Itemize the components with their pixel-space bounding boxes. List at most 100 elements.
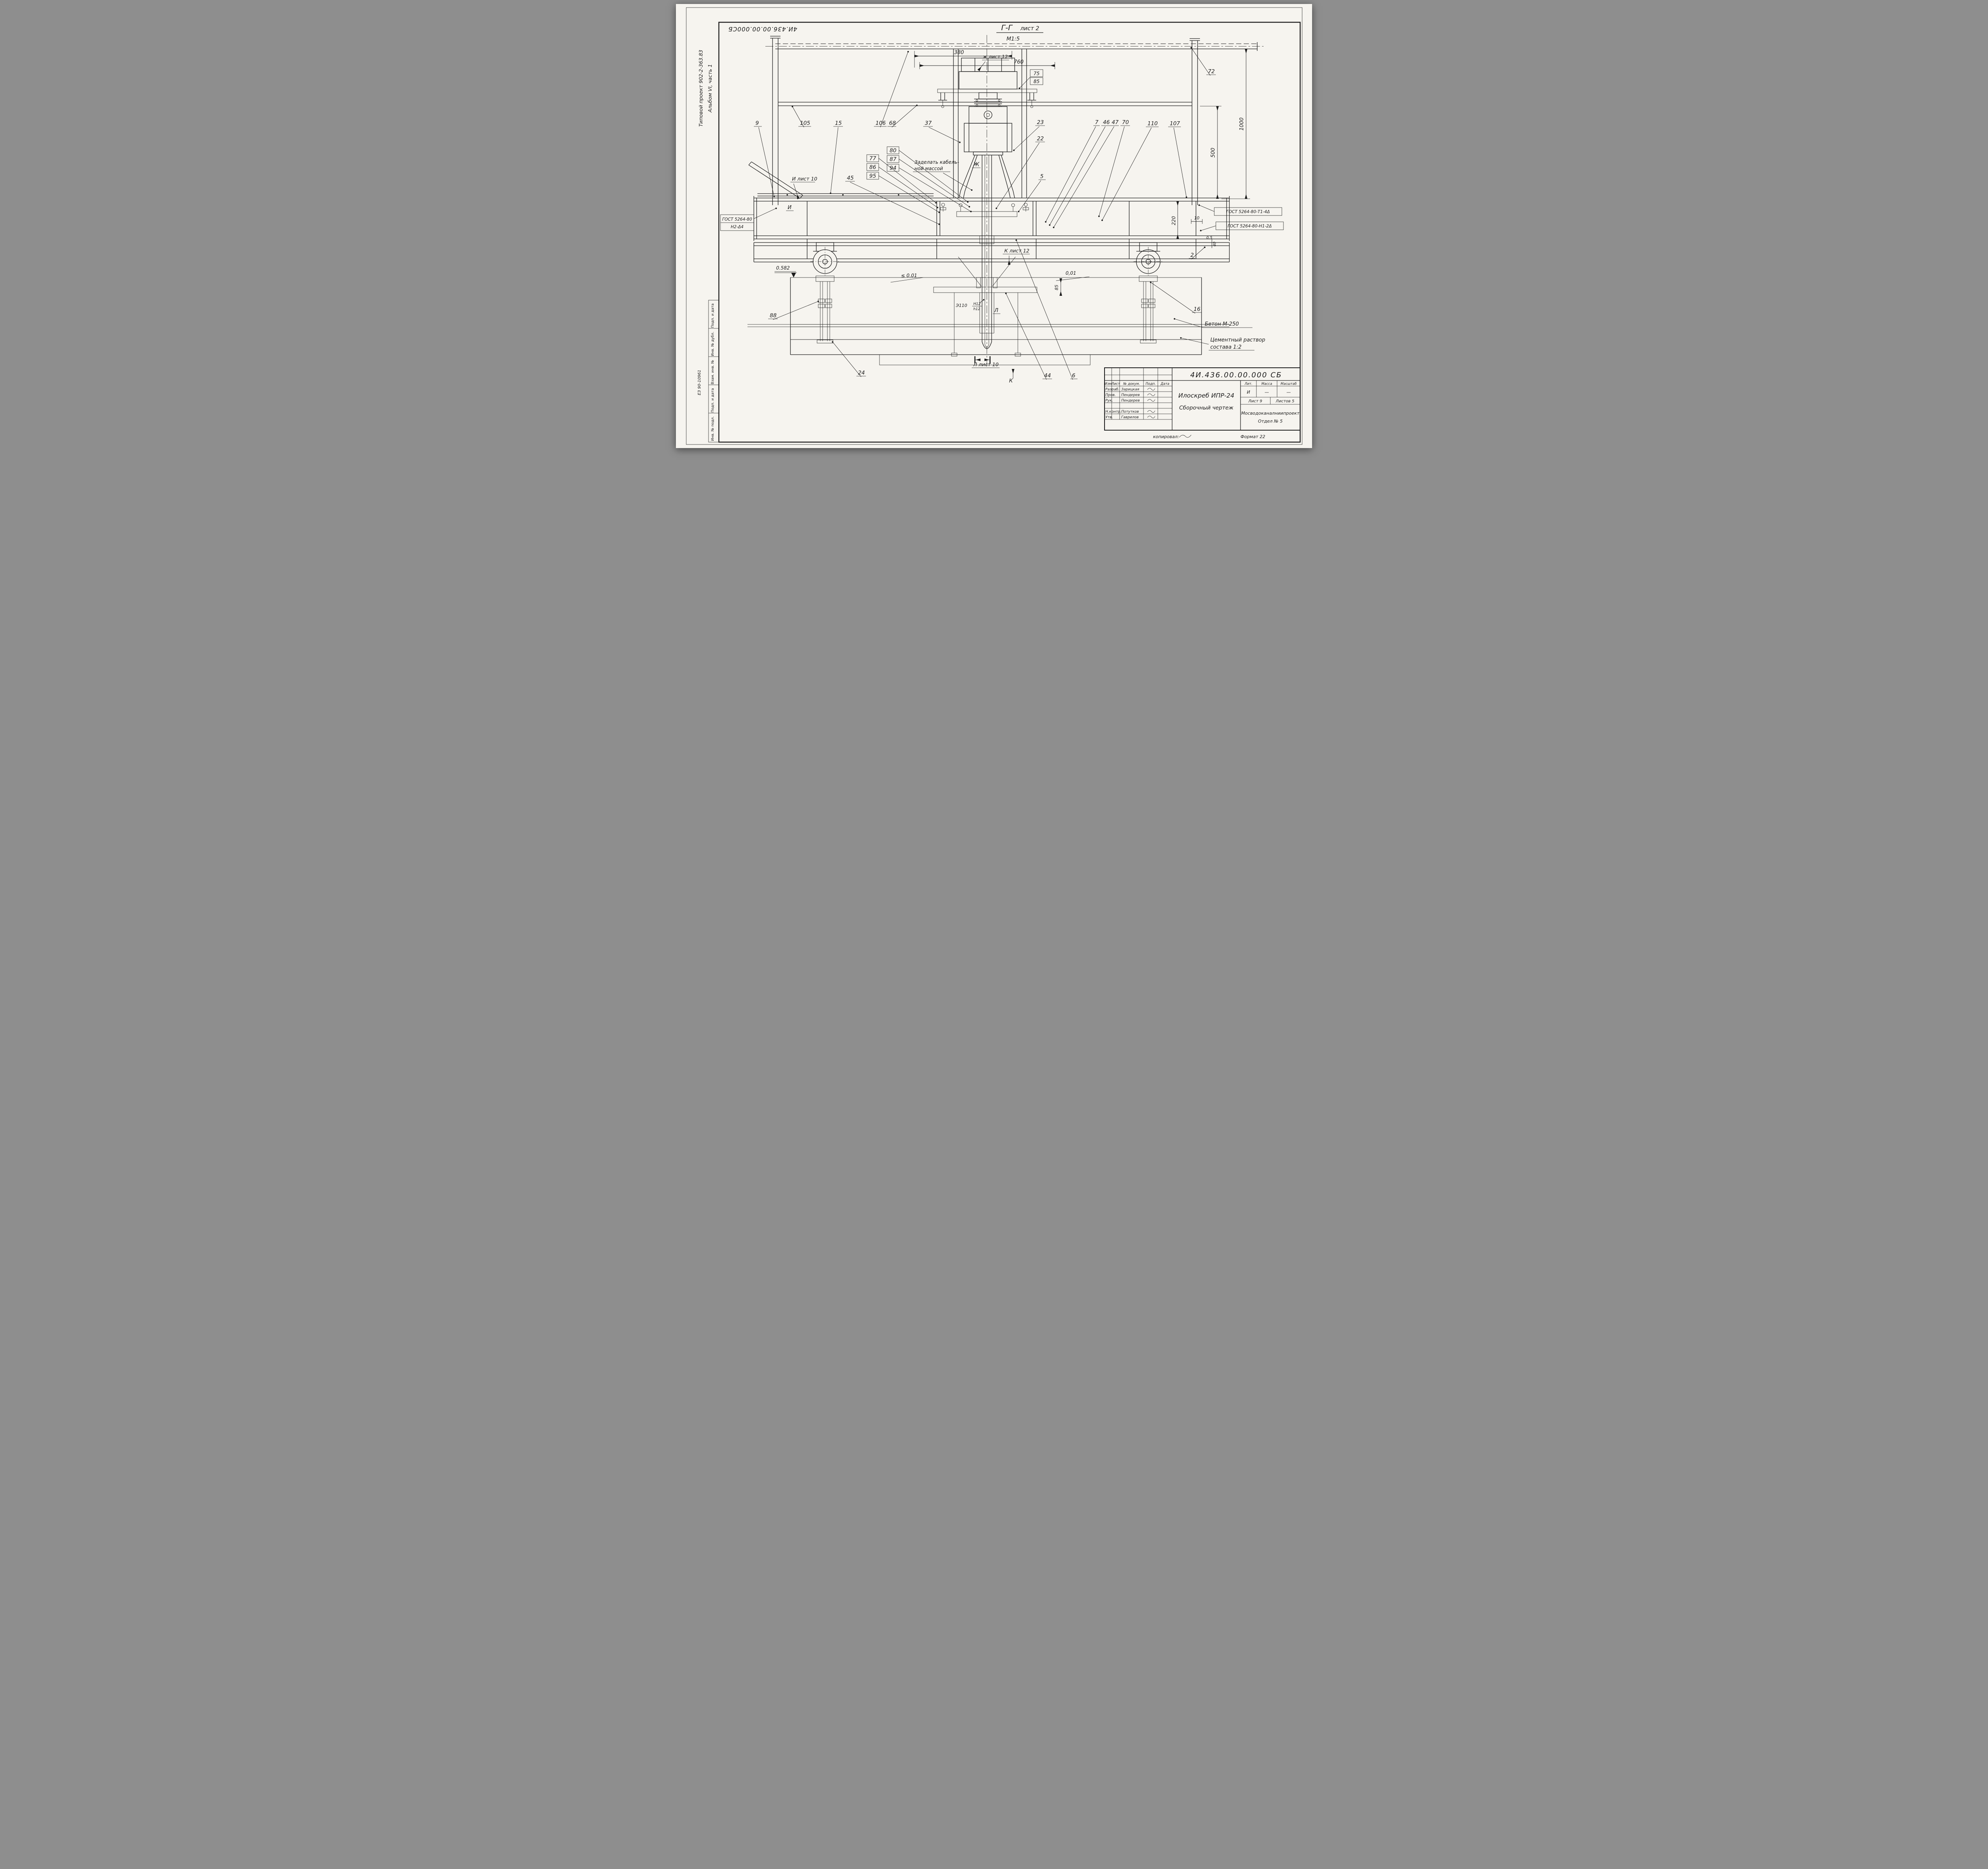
callout-94: 94 <box>889 165 896 171</box>
mark-l: Л <box>994 308 998 314</box>
callout-105: 105 <box>800 120 810 126</box>
stamp-cell-1: Подп. и дата <box>711 303 715 328</box>
tb-lit-label: Лит. <box>1244 382 1252 386</box>
signature-5 <box>1147 415 1155 418</box>
tb-col-izm: Изм <box>1105 382 1112 386</box>
callout-46: 46 <box>1103 119 1110 126</box>
callout-22: 22 <box>1037 136 1044 142</box>
machine-section-view <box>747 35 1264 366</box>
callout-87: 87 <box>889 156 897 163</box>
callout-7: 7 <box>1095 119 1099 126</box>
paper-background <box>676 4 1312 448</box>
weld-left-line1: ГОСТ 5264-80 <box>722 217 752 222</box>
callout-2: 2 <box>1190 252 1194 258</box>
mark-k: К <box>1009 378 1013 384</box>
callout-95: 95 <box>869 173 876 179</box>
callout-68: 68 <box>889 120 896 126</box>
section-title: Г-Г <box>1001 23 1013 32</box>
slope-right: 0,01 <box>1066 270 1076 276</box>
dim-760: 760 <box>1014 59 1024 65</box>
tb-format: Формат 22 <box>1241 434 1265 439</box>
dim-500: 500 <box>1210 148 1216 158</box>
mark-zh: Ж <box>973 161 980 168</box>
mark-i: И <box>788 205 792 211</box>
tb-copied-label: копировал: <box>1153 434 1179 439</box>
callout-72: 72 <box>1208 68 1215 75</box>
tb-row2-name: Пендерев <box>1121 393 1140 397</box>
dim-1000: 1000 <box>1239 117 1245 130</box>
slope-left: ≤ 0.01 <box>901 273 917 278</box>
doc-number-stamp: 4И.436.00.00.000СБ <box>728 25 797 33</box>
signature-2 <box>1147 393 1155 396</box>
tb-row5-name: Гаврилов <box>1121 415 1139 419</box>
signature-3 <box>1147 399 1155 402</box>
callout-107: 107 <box>1170 120 1180 127</box>
callout-5: 5 <box>1040 173 1044 180</box>
drawing-sheet: Подп. и дата Инв. № дубл. Взам. инв. № П… <box>676 4 1312 448</box>
tb-scale-label: Масштаб <box>1281 382 1297 386</box>
mark-l-ref: Л лист 10 <box>973 361 999 367</box>
tb-sheets: Листов 5 <box>1276 399 1295 404</box>
tb-row4-label: Н.контр. <box>1105 410 1121 414</box>
signature-1 <box>1147 388 1155 390</box>
callout-110: 110 <box>1147 120 1158 127</box>
dim-85-depth: 85 <box>1054 285 1059 290</box>
note-concrete: Бетон М-250 <box>1205 321 1239 327</box>
title-block: Изм Лист № докум. Подп. Дата Разраб. Зар… <box>1104 367 1301 439</box>
signature-4 <box>1147 410 1155 413</box>
left-wheel <box>810 242 840 276</box>
tb-doc-type: Сборочный чертеж <box>1179 405 1234 411</box>
tb-row3-label: Рук. <box>1105 399 1113 403</box>
tb-lit-value: И <box>1247 390 1250 395</box>
tb-col-date: Дата <box>1160 382 1169 386</box>
dim-10: 10 <box>1194 216 1200 221</box>
bore-dia: Э110 <box>955 303 967 308</box>
tb-org-line2: Отдел № 5 <box>1258 419 1283 424</box>
tb-row4-name: Потутков <box>1121 410 1139 414</box>
tb-scale-value: — <box>1287 390 1291 395</box>
dim-75: 75 <box>1033 71 1039 76</box>
tb-row1-label: Разраб. <box>1105 388 1119 392</box>
tb-sheet: Лист 9 <box>1248 399 1262 404</box>
section-sheet-ref: лист 2 <box>1020 25 1039 32</box>
callout-24: 24 <box>858 370 865 376</box>
bridge-structure <box>770 36 1258 205</box>
view-title: Г-Г лист 2 М1:5 <box>996 23 1043 42</box>
margin-album-label: Альбом VI, часть 1 <box>707 64 713 113</box>
tb-product-name: Илоскреб ИПР-24 <box>1178 392 1235 399</box>
callout-80: 80 <box>889 148 896 154</box>
callout-44: 44 <box>1044 373 1051 379</box>
fit-denominator: h12 <box>973 307 980 311</box>
callout-15: 15 <box>835 120 842 126</box>
text-notes: Заделать кабель- ной массой Бетон М-250 … <box>913 159 1265 351</box>
callout-16: 16 <box>1194 306 1200 312</box>
drive-unit <box>937 58 1037 152</box>
callout-77: 77 <box>869 155 876 162</box>
stamp-cell-3: Взам. инв. № <box>711 360 715 384</box>
weld-right-line2: ГОСТ 5264-80-Н1-2Δ <box>1227 224 1272 229</box>
note-mortar-line2: состава 1:2 <box>1210 344 1241 350</box>
callout-70: 70 <box>1122 119 1129 126</box>
dim-0-5: 0,5 <box>1206 236 1212 240</box>
margin-project-label: Типовой проект 902-2-363.83 <box>698 50 704 127</box>
tb-col-doc: № докум. <box>1123 382 1140 386</box>
tb-org-line1: Мосводоканалниипроект <box>1241 411 1300 416</box>
tb-col-sign: Подп. <box>1145 382 1156 386</box>
dim-85: 85 <box>1033 79 1039 84</box>
weld-left-line2: Н2-Δ4 <box>731 225 744 229</box>
note-mortar-line1: Цементный раствор <box>1210 337 1265 343</box>
level-value: 0.582 <box>776 265 790 271</box>
stamp-cell-2: Инв. № дубл. <box>711 332 715 356</box>
callout-45: 45 <box>847 175 854 181</box>
dimensions: 380 760 ж лист 12 75 85 500 1000 220 10 … <box>775 49 1250 311</box>
note-cable-line1: Заделать кабель- <box>914 159 959 165</box>
tb-row2-label: Пров. <box>1105 393 1116 397</box>
tb-row1-name: Зарицкая <box>1121 388 1140 392</box>
left-anchor-bolts <box>815 276 835 344</box>
tb-mass-label: Масса <box>1261 382 1272 386</box>
dim-380: 380 <box>954 50 964 56</box>
copied-signature <box>1179 435 1192 438</box>
section-scale: М1:5 <box>1006 36 1019 42</box>
callout-37: 37 <box>925 120 932 126</box>
note-cable-line2: ной массой <box>914 166 943 171</box>
